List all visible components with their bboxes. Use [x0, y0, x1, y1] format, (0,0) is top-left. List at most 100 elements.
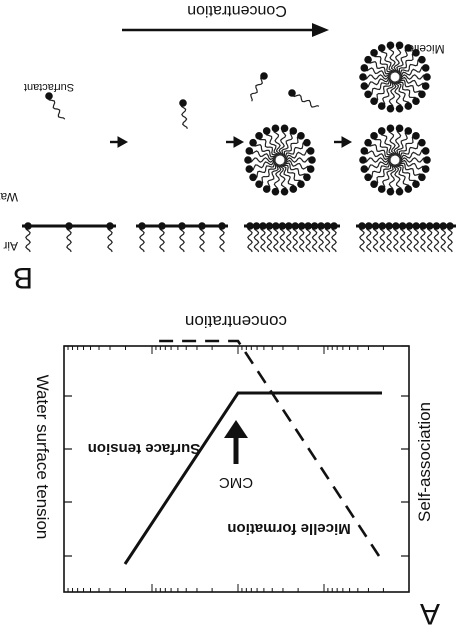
surfactant-head — [412, 97, 420, 105]
surfactant-head — [249, 138, 257, 147]
surfactant-head — [308, 156, 316, 164]
surfactant-tail — [219, 225, 225, 253]
monolayer-surfactant — [259, 222, 267, 253]
micelle-formation-curve — [154, 339, 381, 557]
surfactant-tail — [398, 159, 427, 170]
monolayer-surfactant — [330, 222, 338, 253]
free-surfactant — [288, 89, 320, 108]
micelle-surfactant — [397, 79, 426, 99]
surfactant-tail — [277, 164, 287, 193]
surfactant-head — [386, 124, 395, 133]
surfactant-tail — [398, 76, 427, 87]
micelle-surfactant — [395, 80, 420, 105]
surfactant-head — [370, 132, 378, 140]
surfactant-tail — [281, 130, 294, 158]
surfactant-head — [297, 222, 306, 230]
surfactant-tail — [273, 163, 282, 193]
surfactant-tail — [283, 157, 313, 163]
surfactant-head — [377, 185, 386, 193]
monolayer-surfactant — [358, 222, 366, 253]
monolayer-surfactant — [272, 222, 280, 253]
micelle-surfactant — [386, 124, 398, 156]
surfactant-tail — [420, 225, 426, 253]
surfactant-tail — [283, 159, 312, 170]
micelle-surfactant — [280, 163, 305, 188]
micelle-surfactant — [370, 49, 395, 74]
surfactant-head — [360, 147, 369, 155]
surfactant-head — [262, 127, 271, 135]
surfactant-head — [364, 55, 372, 64]
micelle-surfactant — [397, 162, 426, 182]
surfactant-head — [386, 41, 395, 50]
monolayer-surfactant — [446, 222, 454, 253]
free-surfactant — [179, 99, 188, 129]
surfactant-tail — [247, 157, 277, 163]
surfactant-tail — [282, 162, 308, 178]
micelle-surfactant — [377, 127, 396, 156]
air-water-interfaces — [22, 222, 456, 253]
surfactant-head — [377, 44, 386, 52]
micelle-surfactant — [399, 55, 426, 77]
micelle-surfactant — [396, 127, 413, 158]
micelle-surfactant — [364, 138, 393, 158]
surfactant-tail — [266, 225, 273, 253]
surfactant-tail — [406, 225, 413, 253]
surfactant-tail — [324, 225, 331, 253]
surfactant-tail — [199, 225, 205, 253]
surfactant-head — [418, 55, 426, 64]
micelle-surfactant — [398, 159, 430, 173]
concentration-arrow — [122, 23, 329, 37]
surfactant-head — [330, 222, 338, 230]
surfactant-tail — [266, 162, 279, 190]
surfactant-tail — [272, 225, 279, 253]
micelle-surfactant — [360, 158, 391, 173]
surfactant-head — [310, 222, 319, 230]
surfactant-head — [245, 165, 254, 173]
surfactant-head — [439, 222, 448, 230]
surfactant-head — [423, 156, 431, 164]
surfactant-head — [252, 222, 261, 230]
surfactant-head — [425, 222, 434, 230]
surfactant-tail — [399, 141, 423, 160]
surfactant-head — [446, 222, 454, 230]
surfactant-head — [377, 102, 386, 110]
surfactant-head — [359, 156, 367, 164]
surfactant-head — [289, 127, 298, 135]
surfactant-head — [306, 147, 315, 155]
surfactant-head — [412, 49, 420, 57]
step-arrow-3 — [334, 136, 353, 148]
surfactant-head — [280, 187, 289, 196]
surfactant-tail — [273, 127, 283, 156]
surfactant-tail — [331, 225, 337, 253]
monolayer-surfactant — [106, 222, 114, 253]
micelle-surfactant — [392, 81, 404, 113]
monolayer-surfactant — [178, 222, 186, 253]
step-arrows — [110, 136, 353, 148]
surfactant-label: Surfactant — [24, 81, 74, 93]
panel-b: B Air Water Surfactant Micelle — [0, 2, 456, 294]
surfactant-tail — [279, 225, 286, 253]
panel-a-label: A — [420, 597, 440, 630]
surfactant-tail — [381, 162, 394, 190]
surfactant-head — [297, 132, 305, 140]
monolayer-surfactant — [405, 222, 414, 253]
micelle-surfactant — [398, 132, 420, 159]
micelle-surfactant — [364, 55, 393, 75]
surfactant-tail — [367, 160, 391, 179]
micelle-surfactant — [392, 164, 404, 196]
micelle-surfactant — [255, 161, 277, 188]
surfactant-head — [405, 222, 414, 230]
surfactant-tail — [413, 225, 420, 253]
surfactant-head — [284, 222, 293, 230]
micelle-surfactant — [399, 147, 430, 162]
micelle-surfactant — [370, 78, 392, 105]
surfactant-tail — [283, 135, 301, 159]
surfactant-tail — [399, 65, 427, 79]
panel-a: A CMC Micell — [33, 312, 440, 630]
micelle-surfactant — [255, 132, 280, 157]
surfactant-tail — [298, 225, 305, 253]
surfactant-tail — [440, 225, 447, 253]
monolayer-surfactant — [284, 222, 293, 253]
